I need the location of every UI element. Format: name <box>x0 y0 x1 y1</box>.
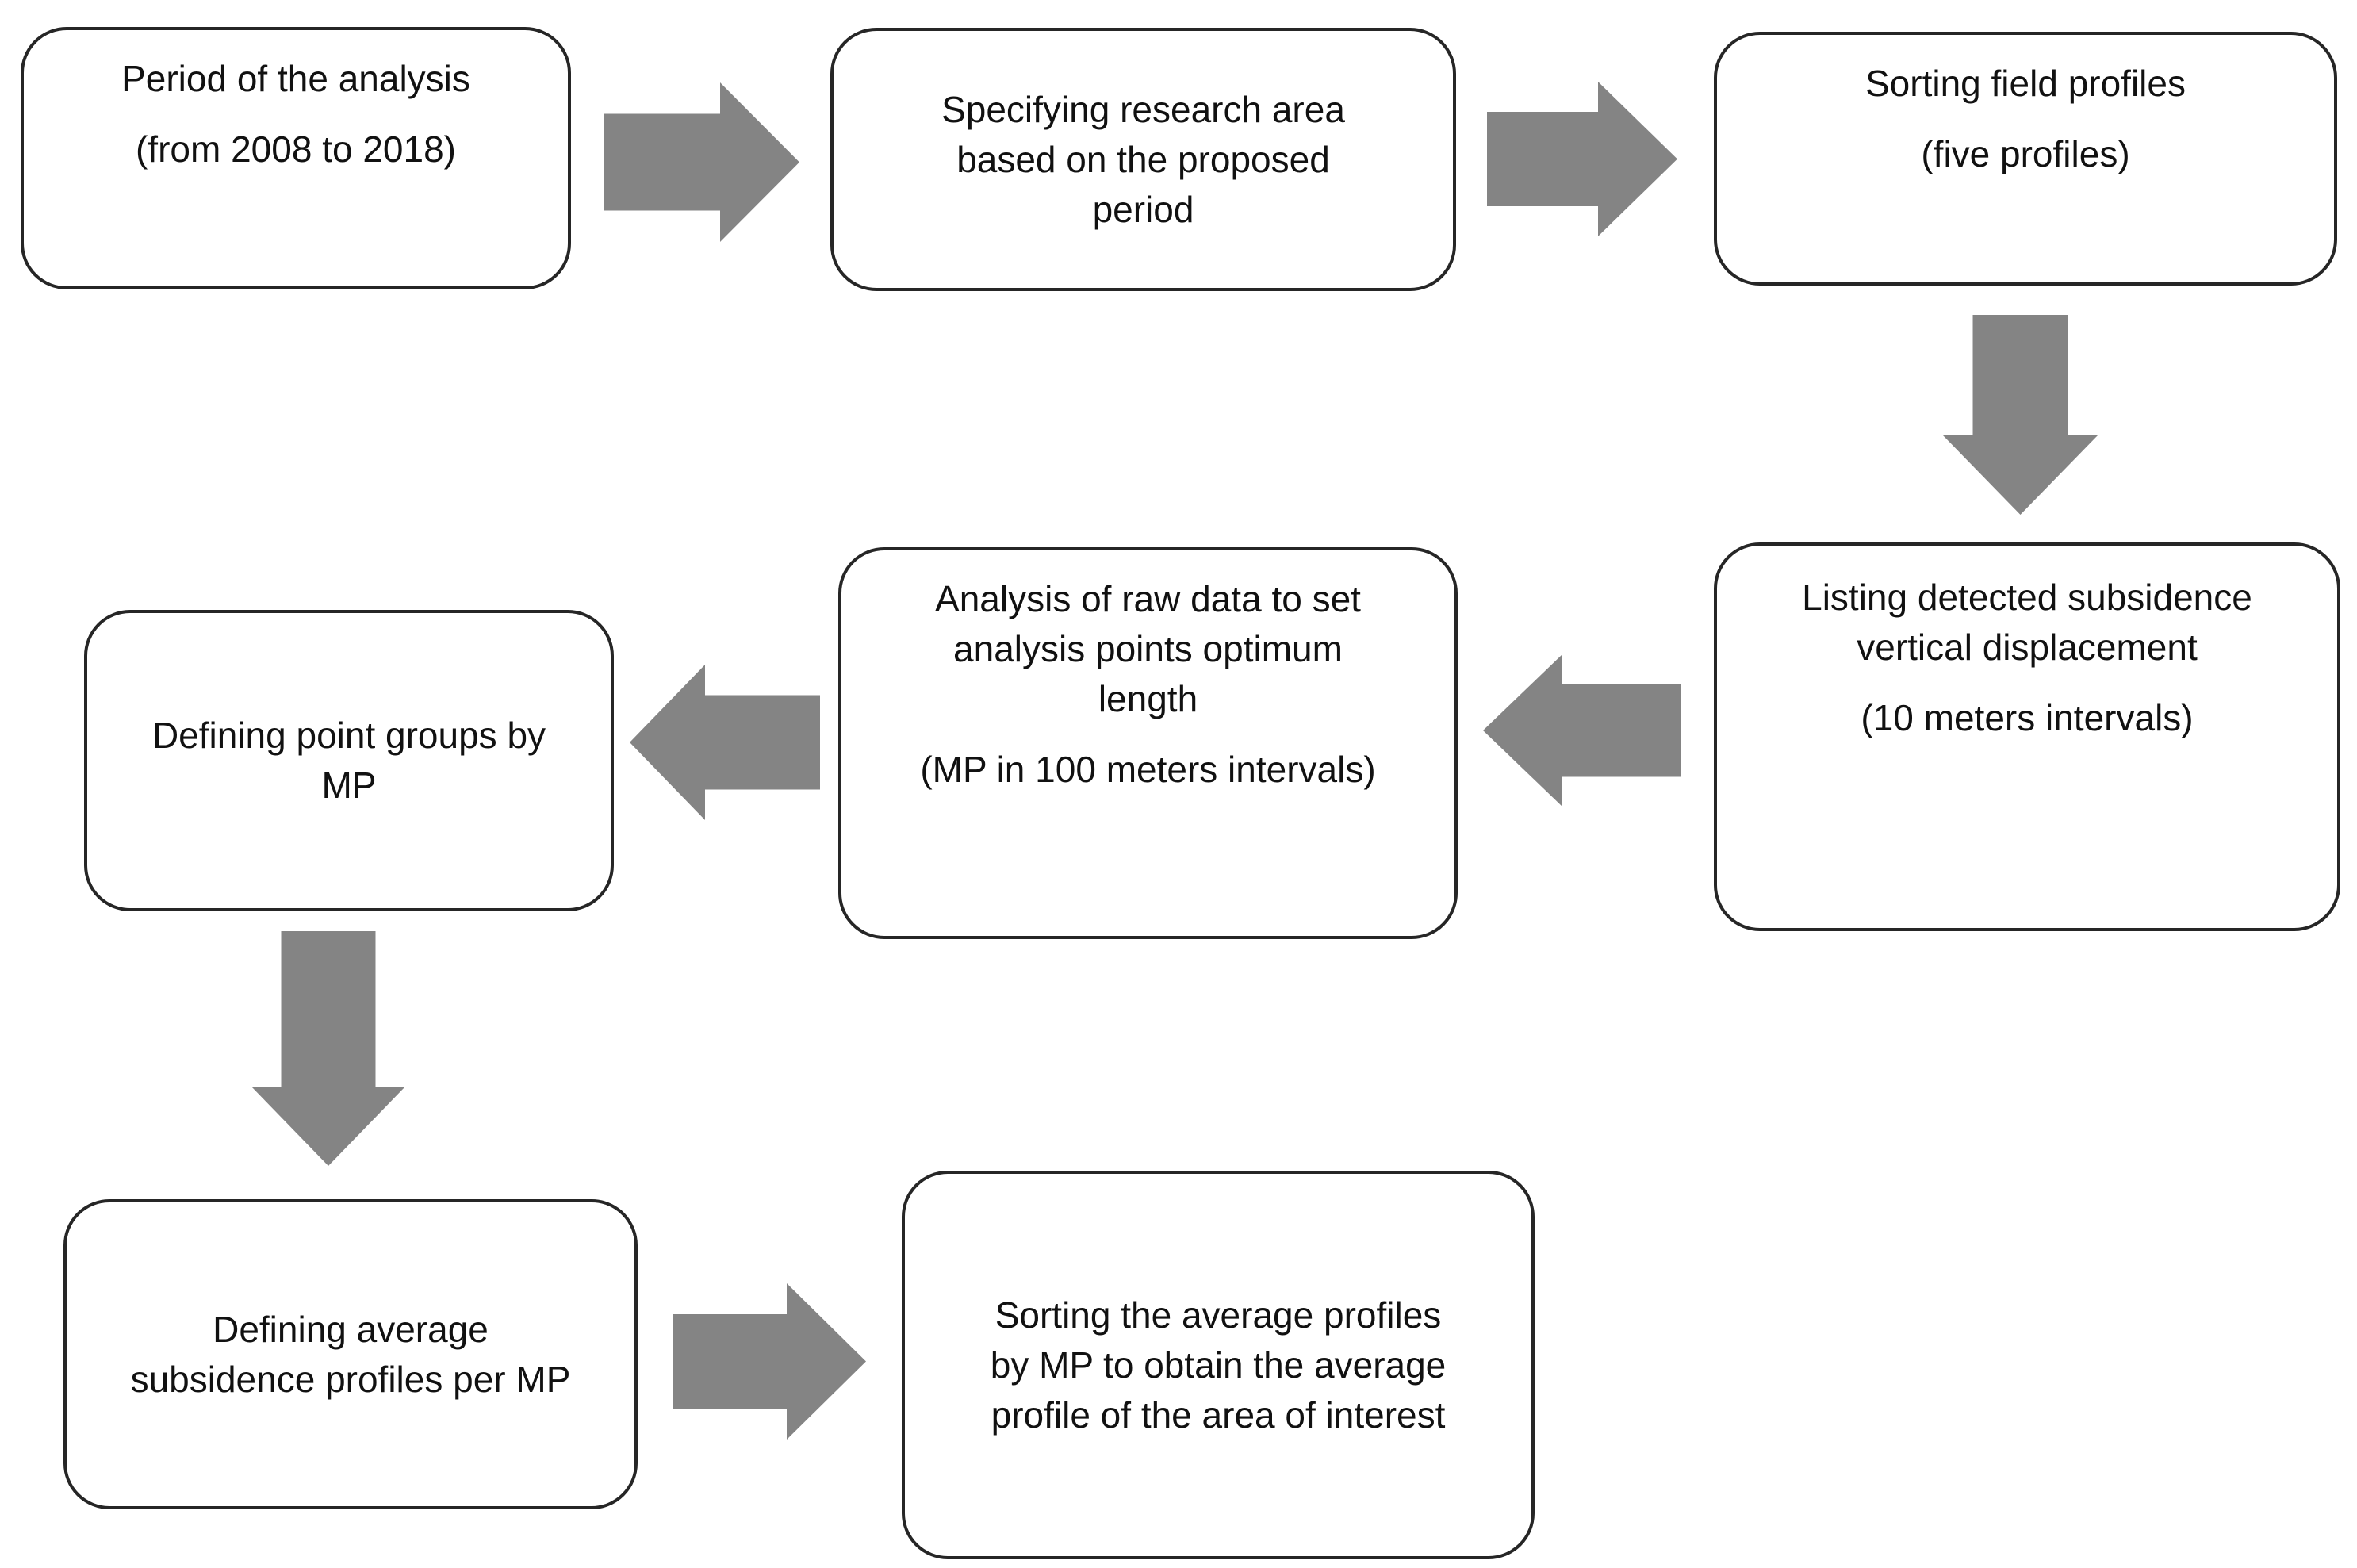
step-title: Sorting the average profiles by MP to ob… <box>919 1290 1517 1440</box>
step-text-line: analysis points optimum <box>953 628 1343 669</box>
flow-step-defining-point-groups: Defining point groups by MP <box>84 610 614 911</box>
step-text-line: length <box>1098 678 1198 719</box>
step-title: Specifying research area based on the pr… <box>848 85 1439 235</box>
step-text-line: (MP in 100 meters intervals) <box>920 749 1376 790</box>
step-title: Sorting field profiles <box>1731 59 2320 109</box>
step-title: Listing detected subsidence vertical dis… <box>1731 573 2323 673</box>
step-text-line: Analysis of raw data to set <box>935 578 1361 619</box>
step-title: Period of the analysis <box>38 54 554 104</box>
step-text-line: based on the proposed <box>956 138 1330 180</box>
step-text-line: profile of the area of interest <box>991 1394 1446 1436</box>
step-text-line: by MP to obtain the average <box>990 1344 1447 1386</box>
step-text-line: (five profiles) <box>1921 133 2130 174</box>
step-detail: (10 meters intervals) <box>1731 693 2323 743</box>
step-text-line: Defining point groups by <box>151 715 546 756</box>
flow-step-defining-average-profiles: Defining average subsidence profiles per… <box>63 1199 638 1509</box>
flow-arrow-right-icon <box>604 82 799 242</box>
flow-arrow-left-icon <box>630 665 820 820</box>
step-text-line: Defining average <box>213 1308 489 1350</box>
step-title: Defining average subsidence profiles per… <box>81 1305 620 1405</box>
step-text-line: vertical displacement <box>1857 627 2198 668</box>
step-detail: (MP in 100 meters intervals) <box>856 745 1440 795</box>
step-text-line: Listing detected subsidence <box>1802 577 2252 618</box>
flow-step-sorting-field-profiles: Sorting field profiles (five profiles) <box>1714 32 2337 286</box>
flow-step-sorting-average-profiles: Sorting the average profiles by MP to ob… <box>902 1171 1535 1559</box>
step-title: Defining point groups by MP <box>102 711 596 811</box>
step-title: Analysis of raw data to set analysis poi… <box>856 574 1440 724</box>
step-text-line: Sorting field profiles <box>1865 63 2186 104</box>
flow-arrow-down-icon <box>251 931 405 1166</box>
flow-arrow-left-icon <box>1483 654 1681 807</box>
step-text-line: (from 2008 to 2018) <box>135 128 456 170</box>
step-text-line: (10 meters intervals) <box>1861 697 2194 738</box>
step-text-line: Specifying research area <box>941 88 1345 130</box>
flow-arrow-right-icon <box>1487 82 1677 236</box>
step-text-line: Sorting the average profiles <box>995 1294 1442 1336</box>
flow-step-listing-detected-subsidence: Listing detected subsidence vertical dis… <box>1714 542 2340 931</box>
step-text-line: period <box>1092 188 1194 230</box>
flow-step-period-of-analysis: Period of the analysis (from 2008 to 201… <box>21 27 571 289</box>
step-detail: (five profiles) <box>1731 129 2320 179</box>
flow-step-raw-data-analysis: Analysis of raw data to set analysis poi… <box>838 547 1458 939</box>
flow-arrow-right-icon <box>673 1283 866 1440</box>
step-text-line: Period of the analysis <box>121 58 470 99</box>
step-text-line: subsidence profiles per MP <box>130 1358 571 1400</box>
step-detail: (from 2008 to 2018) <box>38 125 554 174</box>
flow-step-specify-research-area: Specifying research area based on the pr… <box>830 28 1456 291</box>
flow-arrow-down-icon <box>1943 315 2098 515</box>
step-text-line: MP <box>321 765 377 806</box>
